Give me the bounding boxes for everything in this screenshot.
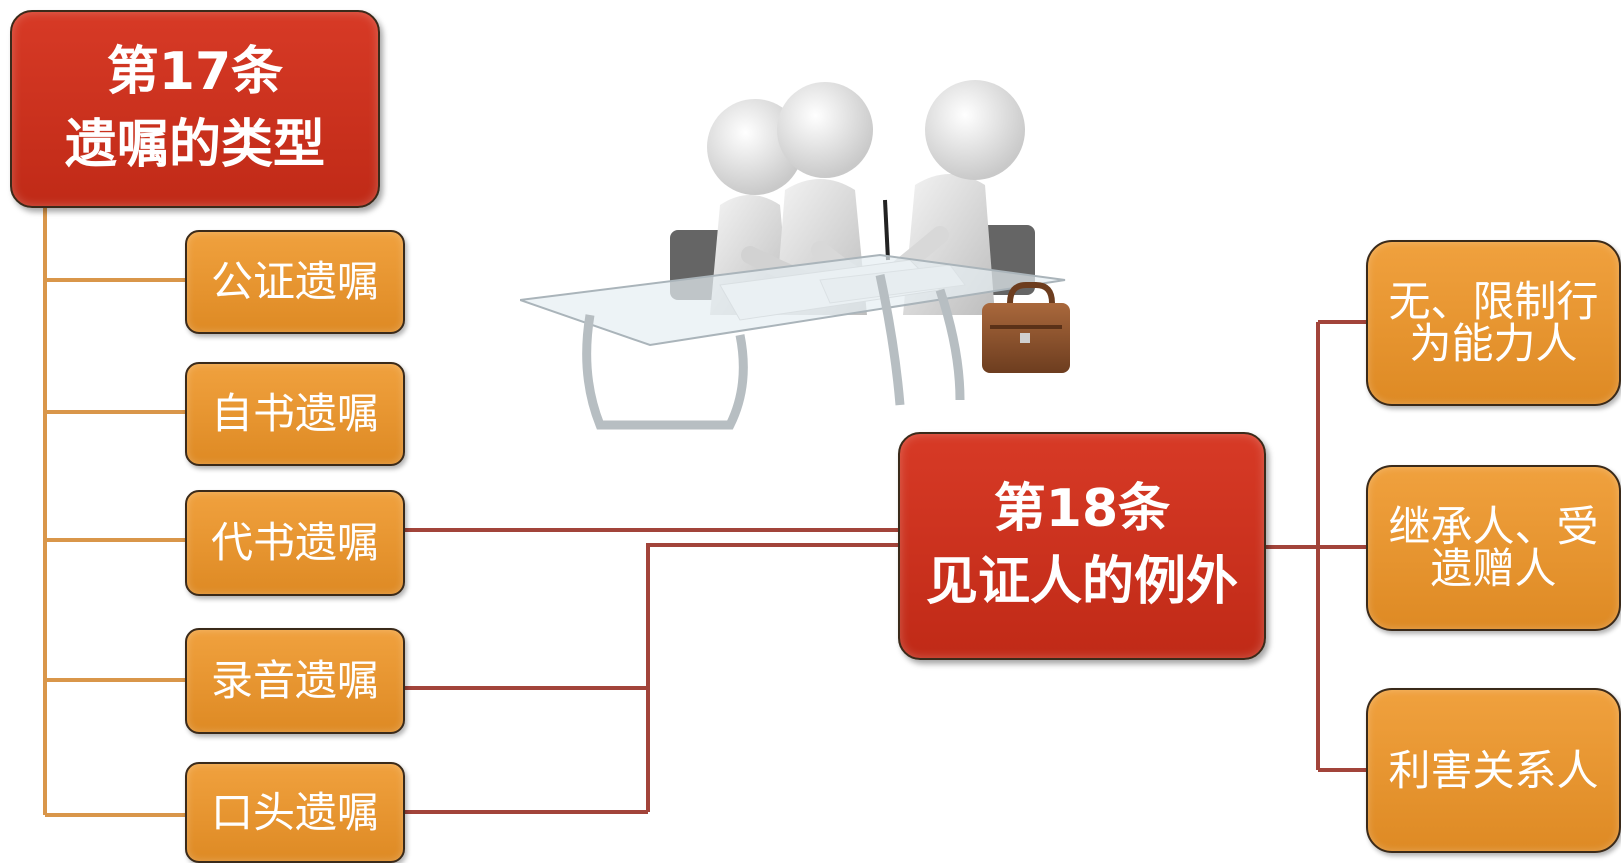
will-type-label-2: 自书遗嘱 — [210, 389, 379, 438]
witness-exception-label-2: 继承人、受 遗赠人 — [1388, 502, 1599, 593]
left-title-box: 第17条 遗嘱的类型 — [10, 10, 380, 208]
will-type-label-1: 公证遗嘱 — [210, 257, 379, 306]
witness-exception-box-3: 利害关系人 — [1366, 688, 1621, 853]
witness-exception-box-1: 无、限制行 为能力人 — [1366, 240, 1621, 406]
center-connectors — [400, 528, 900, 814]
link-luyin-koutou-to-center — [400, 543, 900, 690]
will-type-box-5: 口头遗嘱 — [185, 762, 405, 863]
witness-exception-box-2: 继承人、受 遗赠人 — [1366, 465, 1621, 631]
will-type-label-3: 代书遗嘱 — [210, 518, 379, 567]
will-type-box-2: 自书遗嘱 — [185, 362, 405, 466]
left-title-line2: 遗嘱的类型 — [64, 115, 325, 175]
will-type-box-1: 公证遗嘱 — [185, 230, 405, 334]
will-type-box-3: 代书遗嘱 — [185, 490, 405, 596]
center-title-line2: 见证人的例外 — [925, 552, 1238, 612]
witness-exception-label-3: 利害关系人 — [1388, 745, 1599, 795]
left-title-line1: 第17条 — [106, 42, 284, 103]
meeting-illustration — [520, 80, 1070, 430]
will-type-label-5: 口头遗嘱 — [210, 787, 379, 837]
will-type-label-4: 录音遗嘱 — [210, 656, 379, 705]
witness-exception-label-1: 无、限制行 为能力人 — [1388, 277, 1599, 368]
center-title-line1: 第18条 — [993, 479, 1171, 540]
right-tree-connectors — [1263, 320, 1368, 772]
will-type-box-4: 录音遗嘱 — [185, 628, 405, 734]
center-title-box: 第18条 见证人的例外 — [898, 432, 1266, 660]
left-tree-connectors — [43, 200, 185, 817]
